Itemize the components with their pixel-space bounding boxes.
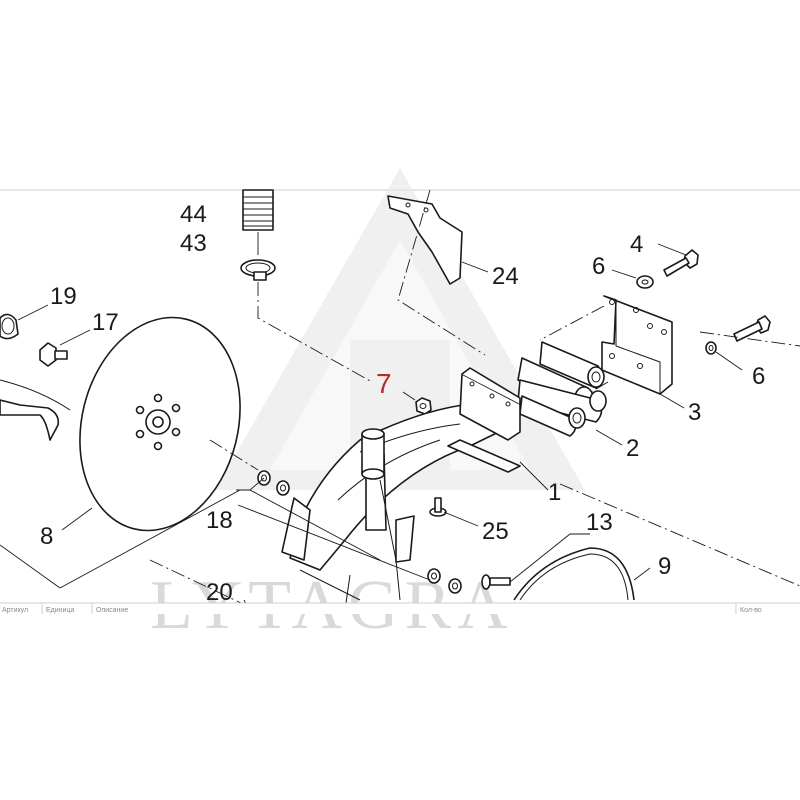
- callout-44[interactable]: 44: [180, 201, 207, 228]
- callout-43[interactable]: 43: [180, 230, 207, 257]
- disc-blade-part: [61, 316, 241, 532]
- carriage-bolt-part: [429, 497, 479, 527]
- callout-24[interactable]: 24: [492, 263, 519, 290]
- callout-7[interactable]: 7: [376, 368, 392, 399]
- callout-19[interactable]: 19: [50, 283, 77, 310]
- bushings-part: [517, 341, 623, 446]
- bolt-right-part: [733, 315, 771, 342]
- seed-tube-part: [361, 428, 385, 480]
- long-bolt-top-part: [657, 243, 699, 277]
- washer-upper-part: [611, 269, 654, 289]
- table-col-quantity: Кол-во: [740, 607, 762, 614]
- callout-labels: 44 43 19 17 7 24 4 6 6 3 2 1 8 18 25 13 …: [40, 201, 765, 606]
- callout-25[interactable]: 25: [482, 518, 509, 545]
- main-housing-part: [281, 367, 549, 611]
- ring-part: [513, 547, 651, 601]
- callout-6-upper[interactable]: 6: [592, 253, 605, 280]
- corrugated-tube-part: [242, 189, 274, 255]
- screw-part: [481, 533, 590, 590]
- callout-1[interactable]: 1: [548, 479, 561, 506]
- parts-table-header: Артикул Единица Описание Кол-во: [0, 602, 800, 614]
- hex-bolt-part: [39, 329, 91, 367]
- callout-2[interactable]: 2: [626, 435, 639, 462]
- hose-clamp-part: [240, 259, 373, 383]
- callout-13[interactable]: 13: [586, 509, 613, 536]
- callout-20[interactable]: 20: [206, 579, 233, 606]
- washers-set-part: [209, 439, 462, 594]
- left-arm-part: [0, 379, 71, 441]
- washer-lower-part: [705, 341, 743, 371]
- callout-18[interactable]: 18: [206, 507, 233, 534]
- table-col-unit: Единица: [46, 607, 74, 614]
- table-col-article: Артикул: [2, 607, 28, 614]
- cap-part: [0, 304, 49, 340]
- callout-6-lower[interactable]: 6: [752, 363, 765, 390]
- scraper-part: [387, 189, 489, 356]
- nut-part: [402, 391, 432, 415]
- callout-4[interactable]: 4: [630, 231, 643, 258]
- callout-8[interactable]: 8: [40, 523, 53, 550]
- callout-3[interactable]: 3: [688, 399, 701, 426]
- callout-17[interactable]: 17: [92, 309, 119, 336]
- table-col-description: Описание: [96, 607, 128, 614]
- callout-9[interactable]: 9: [658, 553, 671, 580]
